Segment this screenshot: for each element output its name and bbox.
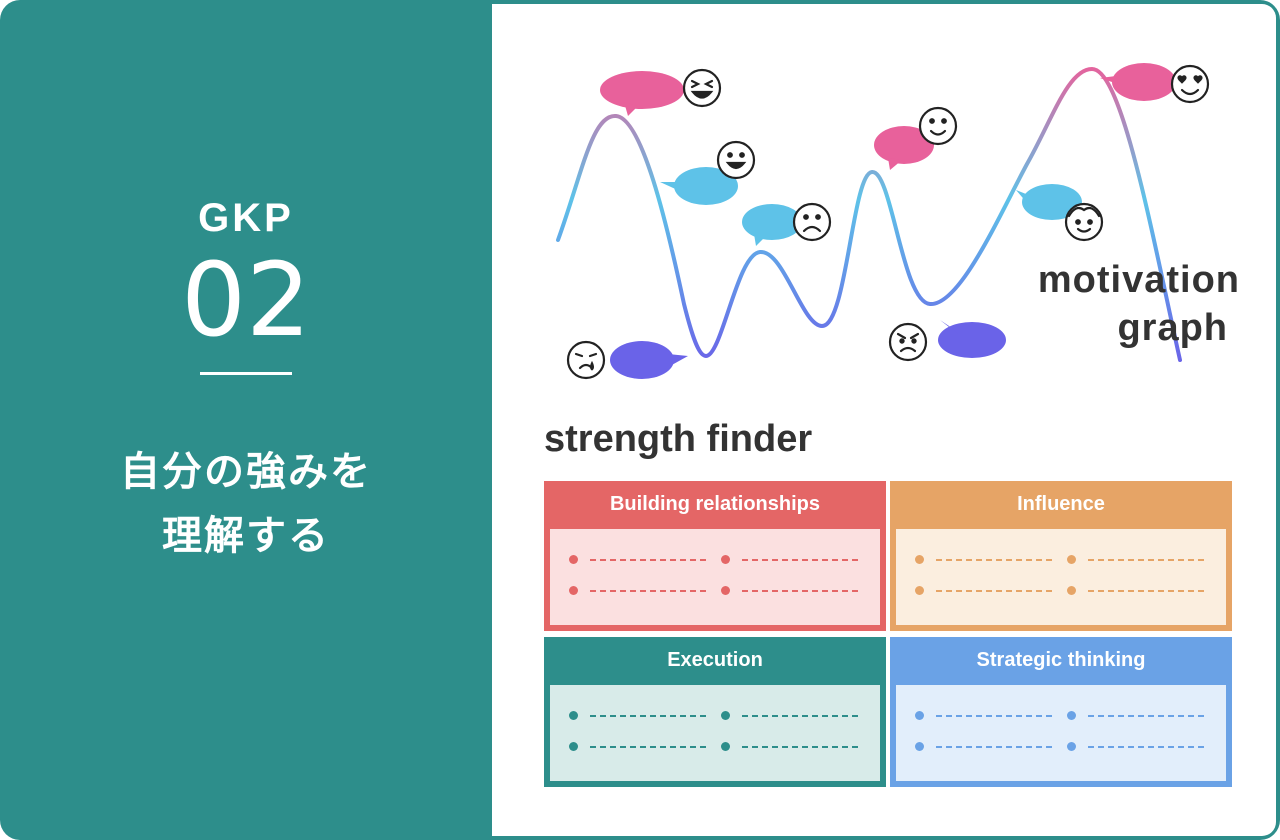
placeholder-line <box>742 746 858 748</box>
placeholder-line <box>742 590 858 592</box>
bullet <box>569 711 578 720</box>
placeholder-line <box>742 559 858 561</box>
gkp-label: GKP <box>198 196 294 240</box>
placeholder-line <box>1088 715 1204 717</box>
placeholder-line <box>590 590 706 592</box>
bullet <box>569 586 578 595</box>
crying-face-icon <box>566 340 606 380</box>
bubble-sky-3 <box>1016 184 1082 220</box>
title-line-1: 自分の強みを <box>120 449 372 495</box>
placeholder-line <box>1088 746 1204 748</box>
bullet <box>721 555 730 564</box>
motivation-graph <box>556 63 1210 380</box>
left-section: GKP 02 自分の強みを 理解する <box>0 0 492 840</box>
bullet <box>1067 586 1076 595</box>
bullet <box>1067 742 1076 751</box>
placeholder-line <box>936 590 1052 592</box>
quadrant-building-relationships: Building relationships <box>544 481 886 631</box>
title-line-2: 理解する <box>162 513 330 559</box>
quadrant-influence: Influence <box>890 481 1232 631</box>
grinning-face-icon <box>716 140 756 180</box>
illustration-panel: motivation graph strength finder Buildin… <box>492 4 1276 836</box>
heart-eyes-face-icon <box>1170 64 1210 104</box>
laughing-face-icon <box>682 68 722 108</box>
bubble-indigo-2 <box>938 320 1006 358</box>
quadrant-label: Building relationships <box>609 493 820 515</box>
motivation-graph-label: motivation graph <box>980 256 1240 352</box>
bullet <box>915 742 924 751</box>
placeholder-line <box>936 715 1052 717</box>
divider <box>200 372 292 375</box>
bullet <box>569 742 578 751</box>
quadrant-label: Strategic thinking <box>976 649 1146 671</box>
bullet <box>721 742 730 751</box>
motivation-curve <box>556 66 1182 362</box>
placeholder-line <box>590 559 706 561</box>
gkp-number: 02 <box>181 241 311 360</box>
bubble-pink-2 <box>874 126 934 170</box>
quadrant-label: Influence <box>1017 493 1105 515</box>
placeholder-line <box>590 746 706 748</box>
bullet <box>1067 555 1076 564</box>
smiling-face-icon <box>918 106 958 146</box>
bubble-sky-1 <box>660 167 738 205</box>
quadrant-body <box>896 529 1226 625</box>
strength-finder-title: strength finder <box>544 418 813 460</box>
placeholder-line <box>936 746 1052 748</box>
bubble-pink-3 <box>1100 63 1176 101</box>
placeholder-line <box>590 715 706 717</box>
bullet <box>915 555 924 564</box>
placeholder-line <box>1088 590 1204 592</box>
placeholder-line <box>742 715 858 717</box>
content-face-icon <box>1064 202 1104 242</box>
placeholder-line <box>1088 559 1204 561</box>
bullet <box>721 711 730 720</box>
quadrant-body <box>896 685 1226 781</box>
motivation-label-line-2: graph <box>1117 307 1228 349</box>
bullet <box>1067 711 1076 720</box>
bubble-indigo-1 <box>610 341 688 379</box>
quadrant-body <box>550 685 880 781</box>
placeholder-line <box>936 559 1052 561</box>
quadrant-body <box>550 529 880 625</box>
bullet <box>721 586 730 595</box>
bullet <box>915 711 924 720</box>
bullet <box>569 555 578 564</box>
bullet <box>915 586 924 595</box>
quadrant-execution: Execution <box>544 637 886 787</box>
bubble-sky-2 <box>742 204 802 246</box>
quadrant-label: Execution <box>667 649 763 671</box>
motivation-label-line-1: motivation <box>1037 259 1240 301</box>
gkp-title: 自分の強みを 理解する <box>0 440 492 568</box>
bubble-pink-1 <box>600 71 684 116</box>
angry-face-icon <box>888 322 928 362</box>
quadrant-strategic-thinking: Strategic thinking <box>890 637 1232 787</box>
frowning-face-icon <box>792 202 832 242</box>
